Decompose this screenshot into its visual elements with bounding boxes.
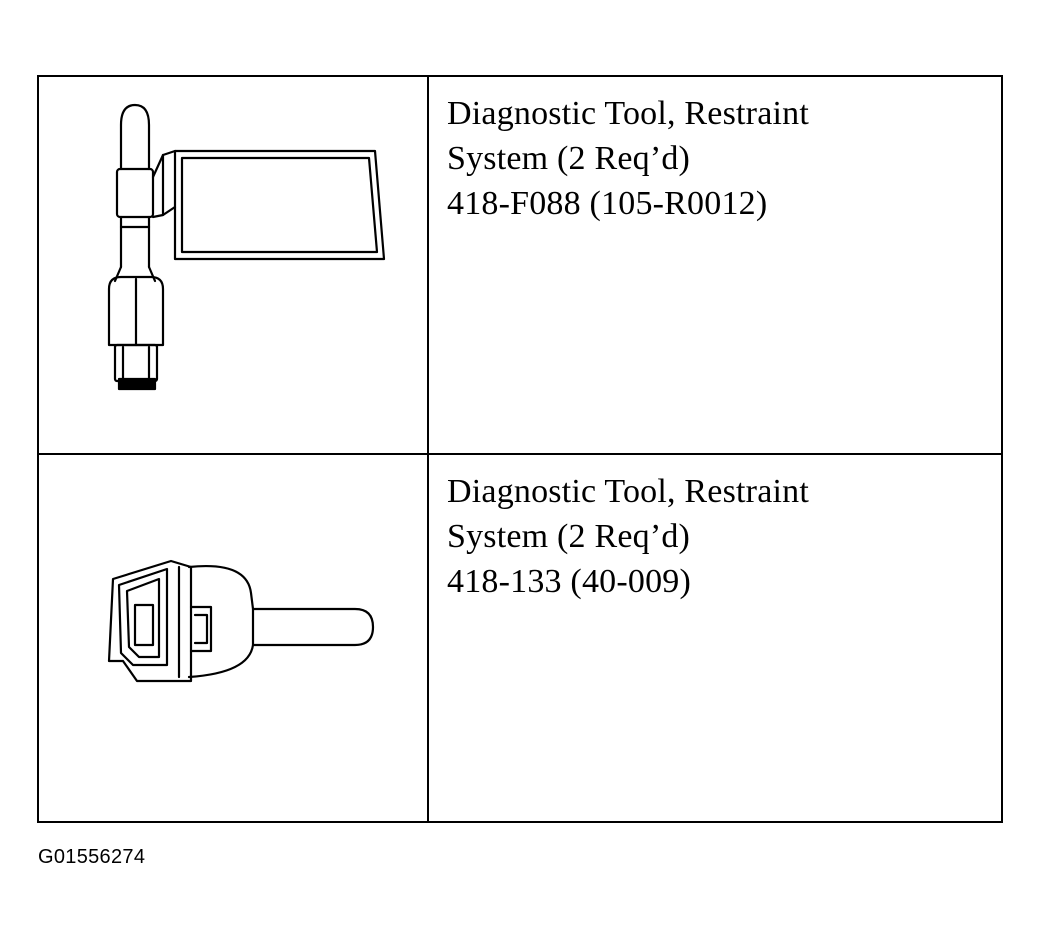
tool-illustration-cell — [39, 455, 429, 821]
tool-name-line: System (2 Req’d) — [447, 518, 691, 555]
restraint-diagnostic-connector-tool-icon — [107, 559, 375, 683]
tool-name-line: Diagnostic Tool, Restraint — [447, 95, 809, 132]
figure-id: G01556274 — [38, 846, 146, 868]
tool-description: Diagnostic Tool, Restraint System (2 Req… — [429, 455, 1001, 821]
tool-row: Diagnostic Tool, Restraint System (2 Req… — [39, 455, 1001, 821]
tool-part-number: 418-133 (40-009) — [447, 563, 691, 600]
tool-name-line: Diagnostic Tool, Restraint — [447, 473, 809, 510]
restraint-diagnostic-tool-with-tag-icon — [107, 103, 386, 391]
tool-part-number: 418-F088 (105-R0012) — [447, 185, 768, 222]
tool-row: Diagnostic Tool, Restraint System (2 Req… — [39, 77, 1001, 455]
tool-name-line: System (2 Req’d) — [447, 140, 691, 177]
tool-illustration-cell — [39, 77, 429, 453]
special-tools-table: Diagnostic Tool, Restraint System (2 Req… — [37, 75, 1003, 823]
tool-description: Diagnostic Tool, Restraint System (2 Req… — [429, 77, 1001, 453]
